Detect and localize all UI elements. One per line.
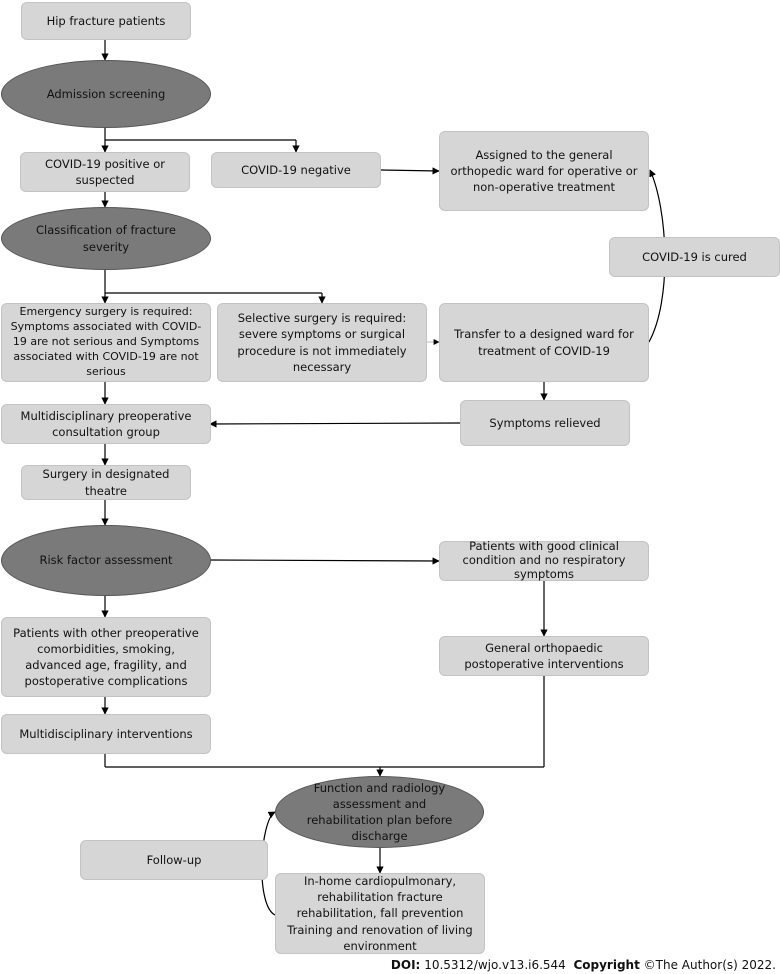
general-ward-box: Assigned to the general orthopedic ward …: [439, 131, 649, 211]
multidisciplinary-interventions-box: Multidisciplinary interventions: [1, 714, 211, 754]
general-postop-box: General orthopaedic postoperative interv…: [439, 636, 649, 676]
arrow-risk-to-good-condition: [209, 557, 440, 565]
transfer-ward-box: Transfer to a designed ward for treatmen…: [439, 303, 649, 382]
surgery-theatre-box: Surgery in designated theatre: [21, 465, 191, 500]
copyright-value: ©The Author(s) 2022.: [643, 958, 776, 972]
covid-negative-box: COVID-19 negative: [211, 152, 381, 188]
in-home-rehabilitation-box: In-home cardiopulmonary, rehabilitation …: [275, 873, 485, 954]
multidisciplinary-consultation-box: Multidisciplinary preoperative consultat…: [1, 404, 211, 444]
comorbidities-box: Patients with other preoperative comorbi…: [1, 617, 211, 697]
doi-value: 10.5312/wjo.v13.i6.544: [424, 958, 566, 972]
classification-node: Classification of fracture severity: [1, 207, 211, 270]
arrow-relieved-to-consult: [209, 420, 461, 428]
copyright-label: Copyright: [573, 958, 640, 972]
follow-up-box: Follow-up: [80, 840, 268, 880]
risk-assessment-node: Risk factor assessment: [1, 525, 211, 596]
admission-screening-node: Admission screening: [1, 60, 211, 128]
arrow-negative-to-general-ward: [380, 167, 440, 175]
covid-positive-box: COVID-19 positive or suspected: [20, 152, 190, 192]
symptoms-relieved-box: Symptoms relieved: [460, 400, 630, 446]
doi-label: DOI:: [390, 958, 421, 972]
selective-surgery-box: Selective surgery is required: severe sy…: [217, 303, 427, 382]
citation-footer: DOI: 10.5312/wjo.v13.i6.544 Copyright ©T…: [391, 958, 776, 972]
function-assessment-node: Function and radiology assessment and re…: [275, 776, 484, 848]
covid-cured-box: COVID-19 is cured: [609, 237, 780, 277]
good-condition-box: Patients with good clinical condition an…: [439, 539, 649, 581]
emergency-surgery-box: Emergency surgery is required: Symptoms …: [1, 303, 211, 382]
hip-fracture-patients-box: Hip fracture patients: [21, 2, 191, 40]
